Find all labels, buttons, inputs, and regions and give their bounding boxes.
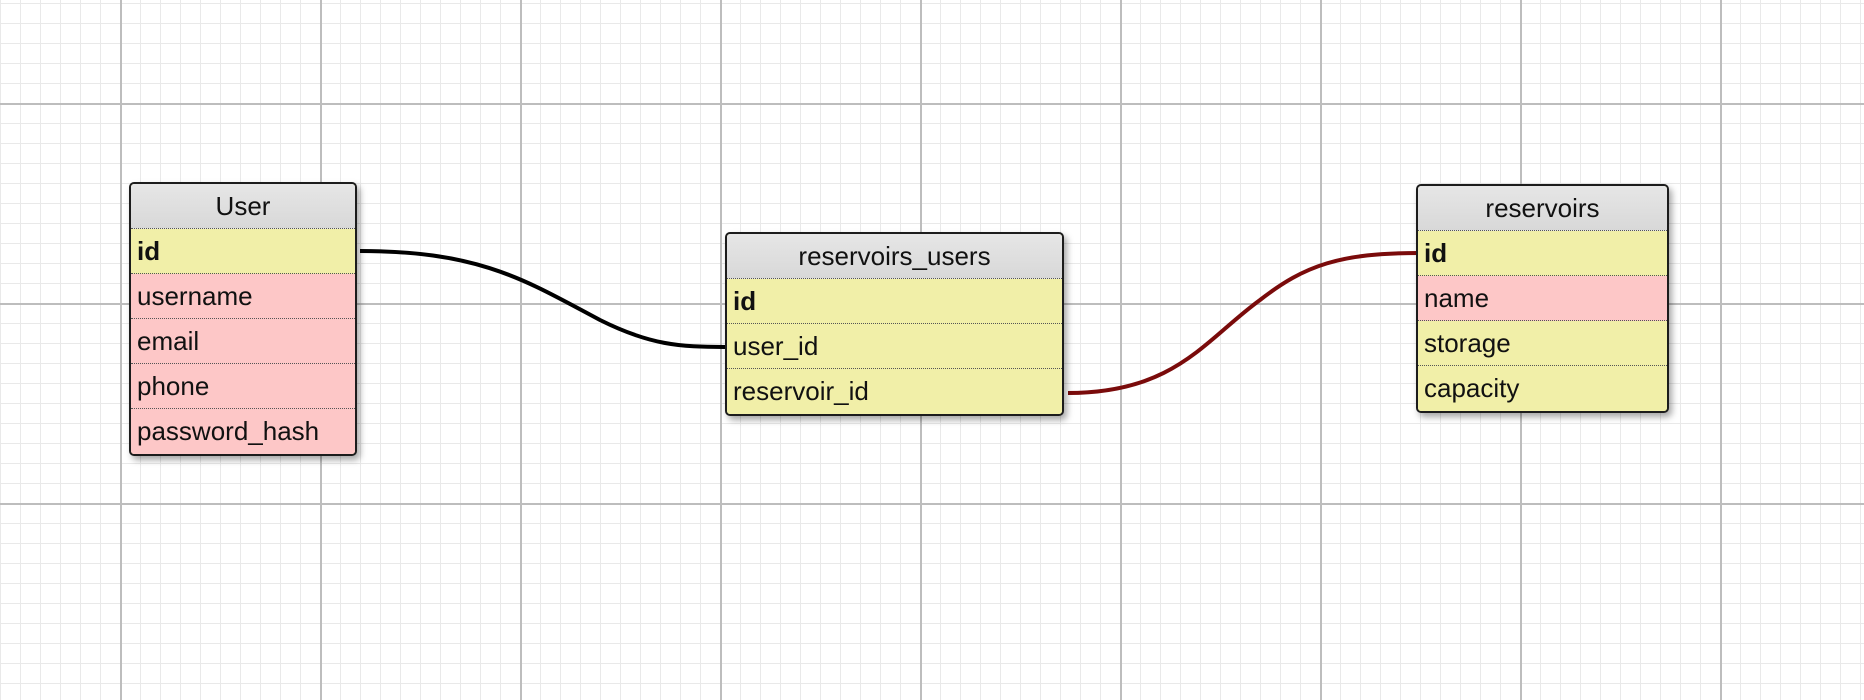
field-email[interactable]: email (131, 319, 355, 364)
field-storage[interactable]: storage (1418, 321, 1667, 366)
field-user-id[interactable]: user_id (727, 324, 1062, 369)
field-name[interactable]: name (1418, 276, 1667, 321)
field-capacity[interactable]: capacity (1418, 366, 1667, 411)
field-reservoir-id[interactable]: reservoir_id (727, 369, 1062, 414)
table-title: reservoirs (1418, 186, 1667, 231)
table-reservoirs[interactable]: reservoirs id name storage capacity (1416, 184, 1669, 413)
field-id[interactable]: id (131, 229, 355, 274)
field-phone[interactable]: phone (131, 364, 355, 409)
table-title: User (131, 184, 355, 229)
relation-reservoir-id-to-reservoirs-id[interactable] (1067, 251, 1421, 395)
field-username[interactable]: username (131, 274, 355, 319)
field-password-hash[interactable]: password_hash (131, 409, 355, 454)
relation-user-id-to-user-id[interactable] (359, 249, 726, 349)
table-user[interactable]: User id username email phone password_ha… (129, 182, 357, 456)
field-id[interactable]: id (727, 279, 1062, 324)
field-id[interactable]: id (1418, 231, 1667, 276)
table-reservoirs-users[interactable]: reservoirs_users id user_id reservoir_id (725, 232, 1064, 416)
table-title: reservoirs_users (727, 234, 1062, 279)
